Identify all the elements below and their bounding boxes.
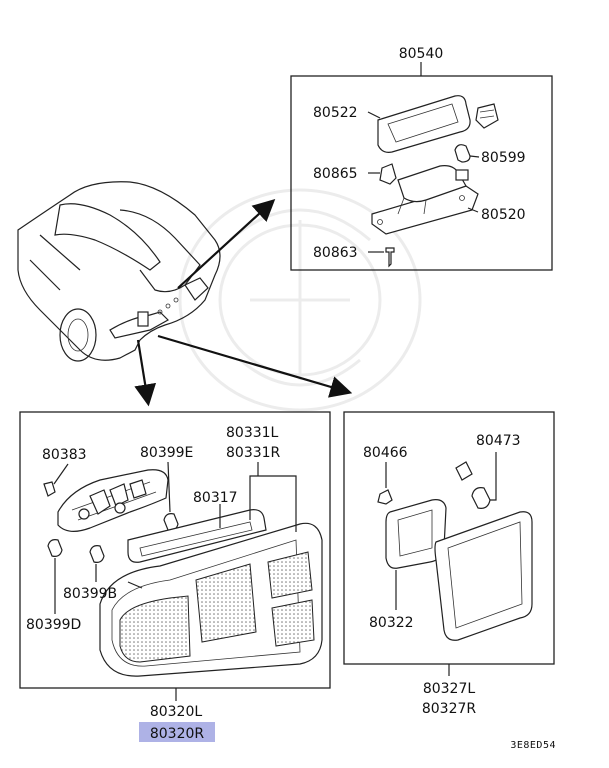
label-80327r: 80327R	[422, 701, 477, 717]
bulb-socket-top	[475, 103, 499, 129]
car-rear-outline	[17, 181, 221, 362]
bulb-80399b	[89, 545, 105, 563]
socket-80383	[43, 481, 56, 497]
label-80317: 80317	[193, 490, 238, 506]
bulb-80399d	[47, 539, 63, 557]
clip-top	[379, 163, 397, 185]
label-80327l: 80327L	[423, 681, 476, 697]
diagram-code: 3E8ED54	[510, 740, 556, 751]
arrow-to-license-lamp	[177, 199, 276, 289]
label-80540: 80540	[399, 46, 444, 62]
combination-lamp-box	[19, 411, 331, 689]
lens-cell-lower	[271, 599, 315, 647]
label-80599: 80599	[481, 150, 526, 166]
socket-plate	[57, 469, 169, 532]
watermark-emblem	[178, 188, 422, 412]
label-80320r: 80320R	[150, 726, 205, 742]
rear-lens-group	[343, 411, 555, 676]
gasket-80317	[127, 509, 267, 563]
screw-top	[385, 247, 395, 268]
label-80520: 80520	[481, 207, 526, 223]
label-80383: 80383	[42, 447, 87, 463]
label-80466: 80466	[363, 445, 408, 461]
label-80331l: 80331L	[226, 425, 279, 441]
label-80473: 80473	[476, 433, 521, 449]
label-80320l: 80320L	[150, 704, 203, 720]
gasket-80322	[385, 499, 447, 569]
lens-gasket-top	[377, 95, 471, 153]
lens-cell-large	[195, 563, 257, 643]
label-80399e: 80399E	[140, 445, 193, 461]
lens-80327	[434, 511, 533, 641]
bulb-socket-80473	[455, 461, 473, 481]
license-lamp-group	[290, 62, 553, 271]
bulb-top	[454, 144, 471, 163]
label-80399b: 80399B	[63, 586, 117, 602]
label-80331r: 80331R	[226, 445, 281, 461]
label-80865: 80865	[313, 166, 358, 182]
arrow-to-right-lamp	[157, 334, 353, 398]
clip-80466	[377, 489, 393, 505]
combination-lamp-group	[19, 411, 331, 701]
lens-cell-upper	[267, 551, 313, 599]
bulb-80473	[471, 487, 491, 509]
label-80322: 80322	[369, 615, 414, 631]
label-80399d: 80399D	[26, 617, 81, 633]
lens-cell-left	[119, 595, 191, 663]
arrow-to-left-lamp	[134, 339, 157, 407]
label-80522: 80522	[313, 105, 358, 121]
label-80863: 80863	[313, 245, 358, 261]
highlight-80320r	[139, 722, 215, 742]
